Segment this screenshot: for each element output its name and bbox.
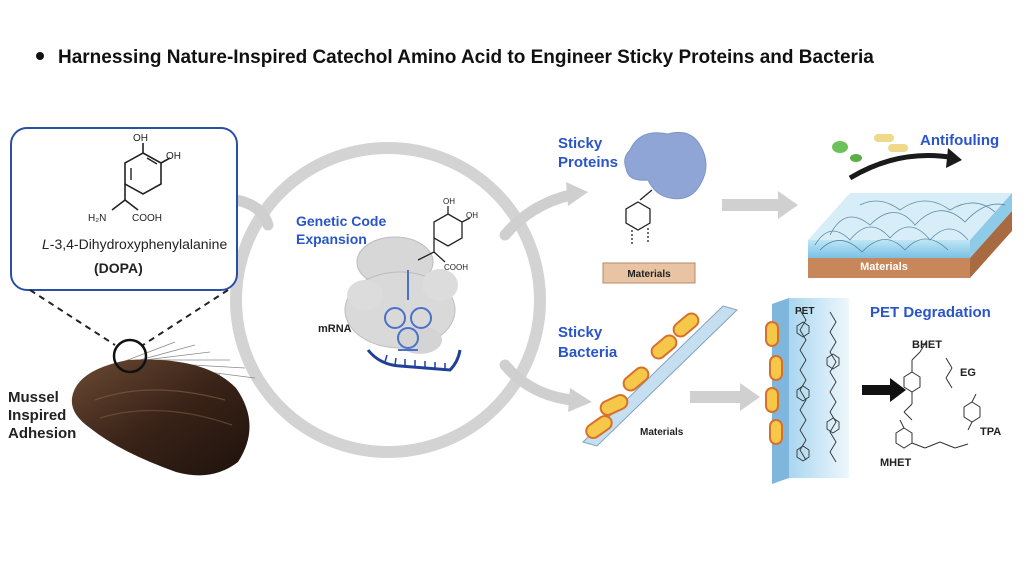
- bhet-structure: [903, 341, 927, 421]
- bacteria-strip: [582, 305, 738, 447]
- ribosome: [344, 236, 458, 354]
- arrow-into-circle: [230, 194, 274, 231]
- tpa-label: TPA: [980, 426, 1001, 438]
- dopa-oh-right: OH: [166, 151, 181, 162]
- sticky-bacteria-line1: Sticky: [558, 324, 603, 341]
- genetic-code-line1: Genetic Code: [296, 213, 386, 229]
- polymer-brushes: [814, 200, 1006, 253]
- genetic-dopa-structure: OH OH COOH: [417, 197, 478, 272]
- pet-label: PET: [795, 306, 814, 317]
- bacteria-materials-label: Materials: [640, 427, 684, 438]
- mhet-label: MHET: [880, 457, 911, 469]
- pet-bacteria: [765, 321, 783, 445]
- bullet-dot: [36, 51, 44, 60]
- degradation-arrow: [862, 378, 906, 402]
- mussel-line1: Mussel: [8, 389, 59, 406]
- arrow-to-bacteria: [499, 359, 578, 406]
- mrna-label: mRNA: [318, 323, 352, 335]
- protein-materials-slab: Materials: [602, 262, 696, 284]
- sticky-bacteria-cells: [585, 312, 700, 440]
- pet-panel: PET: [765, 298, 849, 484]
- pet-degradation-label: PET Degradation: [870, 304, 991, 321]
- mrna-bases: [384, 354, 446, 370]
- trna: [384, 270, 432, 351]
- sticky-bacteria-line2: Bacteria: [558, 344, 618, 361]
- repel-arrowhead: [946, 148, 962, 168]
- arrow-to-pet: [690, 383, 760, 411]
- zoom-lines: [29, 289, 229, 346]
- mussel-line3: Adhesion: [8, 425, 76, 442]
- foulants: [832, 134, 908, 162]
- sticky-proteins-line2: Proteins: [558, 154, 618, 171]
- branch-arrows: [230, 189, 578, 406]
- dopa-h2n: H₂N: [88, 213, 106, 224]
- protein-materials-label: Materials: [627, 269, 671, 280]
- zoom-circle: [112, 338, 148, 374]
- repel-arrow: [848, 153, 956, 181]
- cycle-circle: [230, 142, 546, 458]
- antifouling-materials-label: Materials: [860, 261, 908, 273]
- dopa-box: OH OH H₂N COOH L-3,4-Dihydroxyphenylalan…: [10, 127, 238, 291]
- tpa-structure: [963, 393, 981, 431]
- bhet-label: BHET: [912, 339, 942, 351]
- genetic-oh2: OH: [466, 211, 478, 220]
- dopa-oh-left: OH: [133, 133, 148, 144]
- antifouling-label: Antifouling: [920, 132, 999, 149]
- genetic-cooh: COOH: [444, 263, 468, 272]
- figure-title: Harnessing Nature-Inspired Catechol Amin…: [36, 47, 1016, 69]
- mhet-structure: [895, 419, 969, 449]
- genetic-oh1: OH: [443, 197, 455, 206]
- sticky-protein-blob: [624, 131, 707, 200]
- title-text: Harnessing Nature-Inspired Catechol Amin…: [58, 47, 874, 68]
- protein-catechol-structure: [625, 189, 653, 244]
- eg-structure: [945, 357, 953, 389]
- mussel-shell: [71, 359, 250, 476]
- arrowhead-proteins: [566, 182, 588, 206]
- dopa-abbrev: (DOPA): [94, 260, 143, 276]
- pet-polymer-chains: [796, 309, 840, 463]
- dopa-full-name: L-3,4-Dihydroxyphenylalanine: [42, 236, 227, 252]
- arrow-to-proteins: [499, 189, 576, 241]
- mussel-illustration: [71, 338, 256, 476]
- arrowhead-bacteria: [568, 388, 592, 412]
- antifouling-panel: Materials: [808, 193, 1012, 278]
- dopa-cooh: COOH: [132, 213, 162, 224]
- mussel-line2: Inspired: [8, 407, 66, 424]
- eg-label: EG: [960, 367, 976, 379]
- arrow-to-antifouling: [722, 191, 798, 219]
- sticky-proteins-line1: Sticky: [558, 135, 603, 152]
- genetic-code-line2: Expansion: [296, 231, 367, 247]
